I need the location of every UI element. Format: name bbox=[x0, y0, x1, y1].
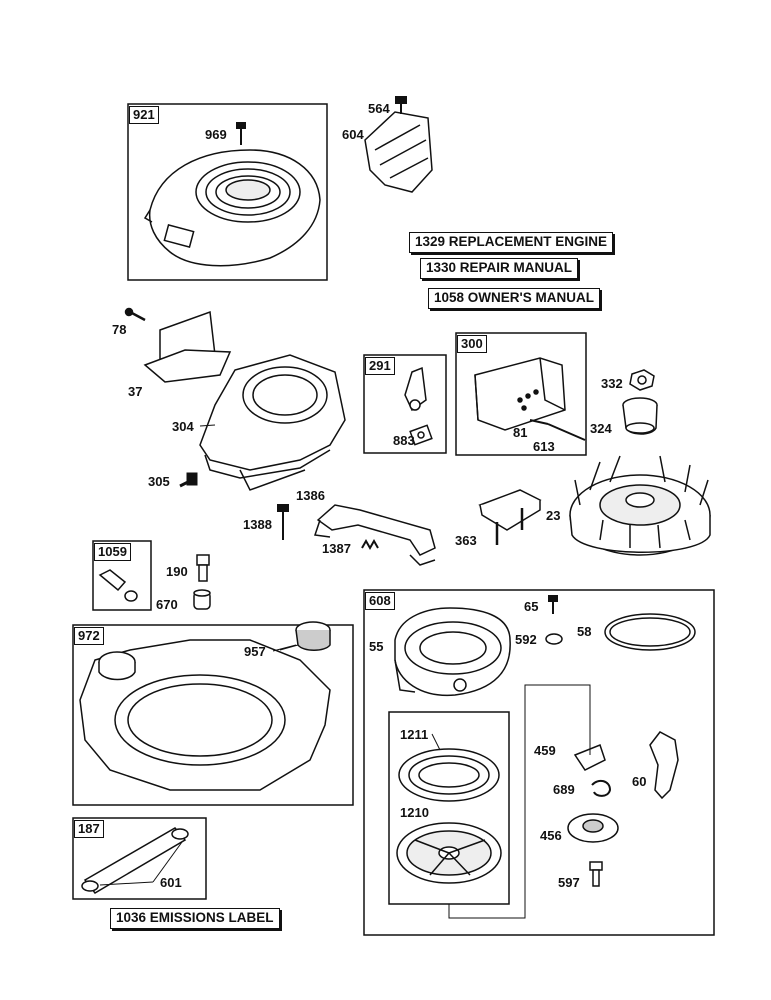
part-label-55: 55 bbox=[369, 639, 384, 654]
part-label-37: 37 bbox=[128, 384, 143, 399]
part-label-883: 883 bbox=[393, 433, 415, 448]
part-label-604: 604 bbox=[342, 127, 364, 142]
spring-1211-drawing bbox=[398, 748, 500, 802]
part-label-689: 689 bbox=[553, 782, 575, 797]
pulley-1210-drawing bbox=[396, 822, 502, 884]
note-owners-manual: 1058 OWNER'S MANUAL bbox=[428, 288, 600, 309]
part-label-78: 78 bbox=[112, 322, 127, 337]
part-label-304: 304 bbox=[172, 419, 194, 434]
part-label-957: 957 bbox=[244, 644, 266, 659]
group-box-972 bbox=[72, 624, 354, 806]
group-tag-291: 291 bbox=[365, 357, 395, 375]
part-label-23: 23 bbox=[546, 508, 561, 523]
part-label-363: 363 bbox=[455, 533, 477, 548]
fuel-tank-972-drawing bbox=[79, 639, 331, 791]
bracket-363-drawing bbox=[478, 489, 542, 545]
screw-305-drawing bbox=[179, 472, 198, 488]
screw-969-drawing bbox=[236, 122, 246, 145]
flywheel-23-drawing bbox=[569, 455, 711, 556]
air-guide-604-drawing bbox=[364, 111, 433, 193]
group-tag-972: 972 bbox=[74, 627, 104, 645]
screw-597-drawing bbox=[589, 861, 603, 887]
part-label-332: 332 bbox=[601, 376, 623, 391]
part-label-58: 58 bbox=[577, 624, 592, 639]
dog-459-drawing bbox=[573, 744, 606, 771]
group-tag-187: 187 bbox=[74, 820, 104, 838]
stop-switch-291-drawing bbox=[404, 366, 433, 446]
leader-601 bbox=[99, 881, 154, 886]
note-emissions-label: 1036 EMISSIONS LABEL bbox=[110, 908, 280, 929]
part-label-190: 190 bbox=[166, 564, 188, 579]
rope-58-drawing bbox=[604, 613, 696, 651]
fuel-line-187-drawing bbox=[81, 827, 189, 894]
part-label-1210: 1210 bbox=[400, 805, 429, 820]
stud-190-drawing bbox=[196, 554, 210, 582]
muffler-300-drawing bbox=[474, 357, 566, 431]
group-tag-921: 921 bbox=[129, 106, 159, 124]
part-label-60: 60 bbox=[632, 774, 647, 789]
group-box-1059 bbox=[92, 540, 152, 611]
group-box-291 bbox=[363, 354, 447, 454]
part-label-592: 592 bbox=[515, 632, 537, 647]
part-label-1388: 1388 bbox=[243, 517, 272, 532]
part-label-670: 670 bbox=[156, 597, 178, 612]
bushing-670-drawing bbox=[193, 589, 211, 610]
starter-housing-55-drawing bbox=[394, 607, 511, 697]
screw-65-drawing bbox=[548, 595, 558, 614]
screw-and-washer-1059-drawing bbox=[98, 569, 138, 602]
group-box-187 bbox=[72, 817, 207, 900]
leader-957 bbox=[272, 644, 297, 652]
part-label-459: 459 bbox=[534, 743, 556, 758]
group-tag-300: 300 bbox=[457, 335, 487, 353]
leader-304 bbox=[199, 424, 216, 427]
screw-1388-drawing bbox=[277, 504, 289, 540]
part-label-1386: 1386 bbox=[296, 488, 325, 503]
spring-1387-drawing bbox=[361, 538, 379, 551]
part-label-456: 456 bbox=[540, 828, 562, 843]
nut-332-drawing bbox=[629, 369, 655, 391]
blower-housing-cover-drawing bbox=[143, 149, 321, 267]
governor-link-1386-drawing bbox=[314, 504, 436, 566]
screw-564-drawing bbox=[395, 96, 407, 114]
retainer-689-drawing bbox=[591, 779, 612, 797]
group-box-300 bbox=[455, 332, 587, 456]
blower-housing-304-drawing bbox=[199, 354, 346, 491]
part-label-597: 597 bbox=[558, 875, 580, 890]
part-label-81: 81 bbox=[513, 425, 528, 440]
fuel-cap-957-drawing bbox=[279, 621, 331, 651]
part-label-324: 324 bbox=[590, 421, 612, 436]
part-label-1211: 1211 bbox=[400, 727, 429, 742]
baffle-37-drawing bbox=[143, 310, 232, 383]
part-label-1387: 1387 bbox=[322, 541, 351, 556]
screw-81-613-drawing bbox=[529, 419, 586, 441]
nut-592-drawing bbox=[545, 633, 563, 645]
part-label-601: 601 bbox=[160, 875, 182, 890]
part-label-305: 305 bbox=[148, 474, 170, 489]
connector-line-1210-group bbox=[448, 684, 591, 919]
leader-1211 bbox=[431, 733, 441, 751]
screw-78-drawing bbox=[124, 307, 146, 322]
cup-324-drawing bbox=[622, 397, 658, 435]
handle-60-drawing bbox=[649, 731, 679, 800]
group-tag-608: 608 bbox=[365, 592, 395, 610]
leader-601b bbox=[152, 841, 183, 883]
part-label-65: 65 bbox=[524, 599, 539, 614]
group-box-921 bbox=[127, 103, 328, 281]
group-box-608 bbox=[363, 589, 715, 936]
part-label-564: 564 bbox=[368, 101, 390, 116]
group-tag-1059: 1059 bbox=[94, 543, 131, 561]
note-repair-manual: 1330 REPAIR MANUAL bbox=[420, 258, 579, 279]
cam-456-drawing bbox=[567, 813, 619, 843]
note-replacement-engine: 1329 REPLACEMENT ENGINE bbox=[409, 232, 614, 253]
part-label-613: 613 bbox=[533, 439, 555, 454]
part-label-969: 969 bbox=[205, 127, 227, 142]
